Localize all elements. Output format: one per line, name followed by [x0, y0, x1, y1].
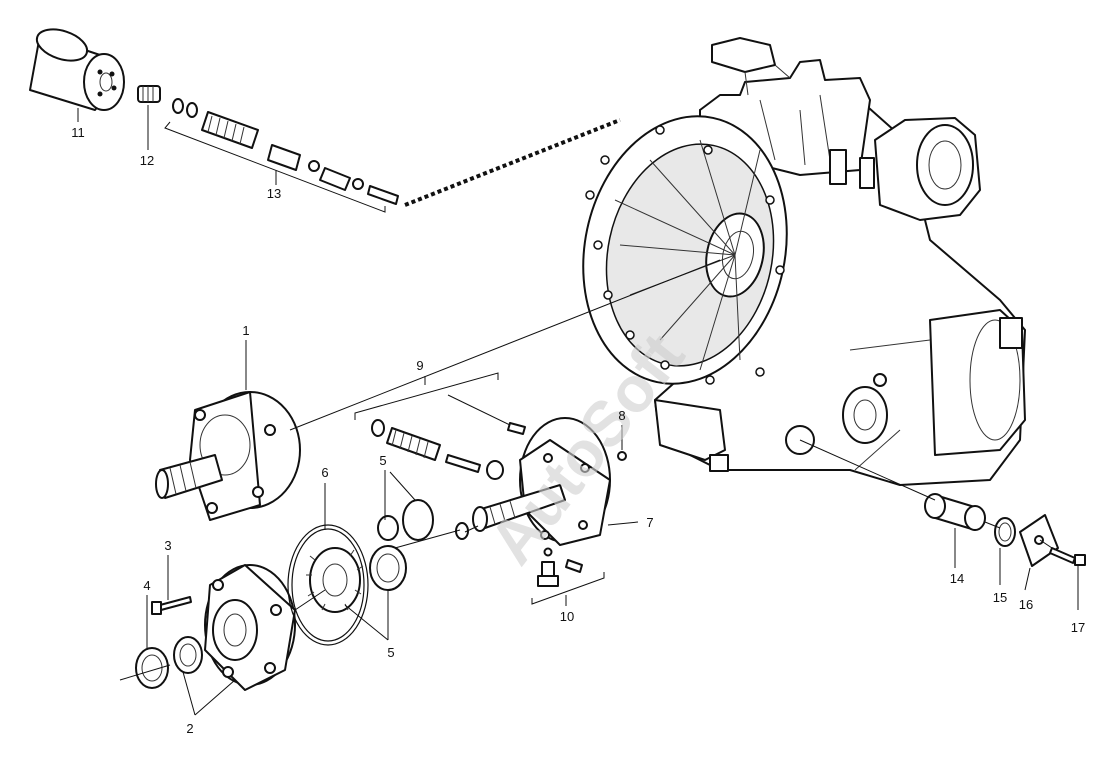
callout-16: 16 — [1019, 597, 1033, 612]
oil-filter — [29, 28, 125, 111]
callout-7: 7 — [646, 515, 653, 530]
o-ring — [287, 524, 369, 646]
callout-5-lower: 5 — [387, 645, 394, 660]
valve-kit-9 — [371, 419, 526, 480]
pump-shaft-plate — [472, 417, 611, 546]
seal-ring — [135, 647, 169, 689]
callout-3: 3 — [164, 538, 171, 553]
hydraulic-pump — [155, 391, 301, 521]
bushing — [173, 636, 203, 674]
callout-17: 17 — [1071, 620, 1085, 635]
callout-2: 2 — [186, 721, 193, 736]
callout-9: 9 — [416, 358, 423, 373]
assembly-lines — [77, 105, 1079, 716]
callout-11: 11 — [71, 125, 85, 140]
callout-8: 8 — [618, 408, 625, 423]
callout-14: 14 — [950, 571, 964, 586]
gear-small — [377, 499, 434, 541]
bell-housing-bolts — [585, 125, 785, 385]
callout-5-upper: 5 — [379, 453, 386, 468]
callout-10: 10 — [560, 609, 574, 624]
callout-1: 1 — [242, 323, 249, 338]
callout-15: 15 — [993, 590, 1007, 605]
callout-12: 12 — [140, 153, 154, 168]
seal-15 — [994, 517, 1016, 547]
callout-6: 6 — [321, 465, 328, 480]
bolt-17 — [1049, 547, 1086, 566]
bearing-sleeve — [369, 545, 407, 591]
filter-adapter — [137, 85, 161, 103]
callout-4: 4 — [143, 578, 150, 593]
callout-labels: 1 2 3 4 5 5 6 7 8 9 10 11 12 13 14 15 16… — [71, 125, 1085, 736]
transmission-housing — [582, 37, 1026, 486]
valve-kit-10 — [537, 547, 583, 587]
plug-8 — [617, 451, 627, 461]
valve-kit-13 — [172, 98, 399, 205]
cover-plate-16 — [1019, 514, 1059, 567]
callout-13: 13 — [267, 186, 281, 201]
pump-cover — [204, 564, 296, 691]
bolt-3 — [151, 596, 192, 615]
sleeve-14 — [924, 493, 986, 531]
gear-large — [306, 547, 364, 613]
